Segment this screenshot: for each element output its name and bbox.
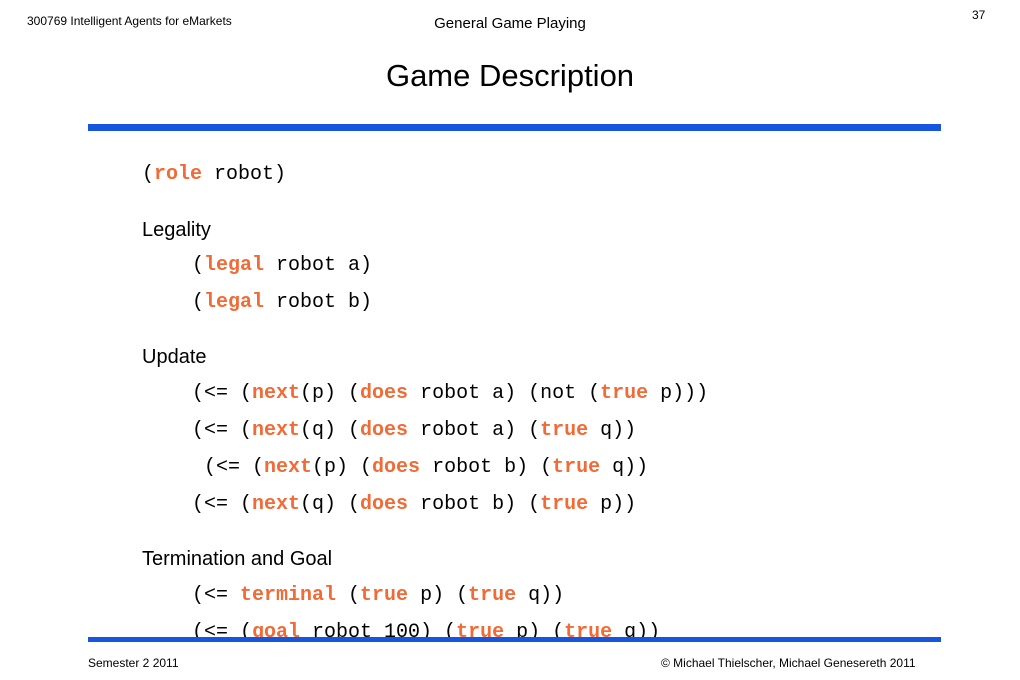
text-segment: (: [192, 291, 205, 314]
copyright-footer: © Michael Thielscher, Michael Genesereth…: [661, 656, 916, 670]
text-segment: robot b) (: [408, 493, 541, 516]
text-segment: Termination and Goal: [142, 548, 333, 570]
text-segment: (q) (: [300, 493, 361, 516]
text-segment: (: [336, 584, 361, 607]
course-header: 300769 Intelligent Agents for eMarkets: [27, 14, 232, 28]
code-line: (<= (next(p) (does robot a) (not (true p…: [192, 380, 708, 408]
code-line: (<= (goal robot 100) (true p) (true q)): [192, 619, 660, 647]
text-segment: (<= (: [204, 456, 265, 479]
code-line: (<= (next(p) (does robot b) (true q)): [204, 454, 648, 482]
text-segment: robot): [202, 163, 287, 186]
keyword: true: [468, 584, 517, 607]
section-heading: Legality: [142, 216, 211, 244]
text-segment: (: [192, 254, 205, 277]
slide-title: Game Description: [385, 58, 635, 93]
text-segment: p))): [648, 382, 709, 405]
keyword: terminal: [240, 584, 337, 607]
text-segment: robot b): [264, 291, 373, 314]
keyword: true: [540, 419, 589, 442]
text-segment: Legality: [142, 219, 211, 241]
keyword: role: [154, 163, 203, 186]
keyword: next: [252, 382, 301, 405]
keyword: next: [252, 493, 301, 516]
keyword: true: [360, 584, 409, 607]
code-line: (legal robot a): [192, 252, 372, 280]
keyword: does: [360, 493, 409, 516]
keyword: true: [552, 456, 601, 479]
text-segment: p)): [588, 493, 637, 516]
code-line: (<= (next(q) (does robot b) (true p)): [192, 491, 636, 519]
code-line: (role robot): [142, 161, 286, 189]
keyword: next: [252, 419, 301, 442]
section-heading: Termination and Goal: [142, 545, 332, 573]
keyword: true: [600, 382, 649, 405]
keyword: legal: [204, 291, 265, 314]
text-segment: (q) (: [300, 419, 361, 442]
text-segment: (<= (: [192, 419, 253, 442]
footer-rule: [88, 637, 941, 642]
page-number: 37: [972, 8, 986, 22]
text-segment: q)): [588, 419, 637, 442]
text-segment: robot b) (: [420, 456, 553, 479]
title-rule: [88, 124, 941, 131]
text-segment: robot a) (not (: [408, 382, 601, 405]
semester-footer: Semester 2 2011: [88, 656, 179, 670]
code-line: (legal robot b): [192, 289, 372, 317]
topic-header: General Game Playing: [434, 15, 586, 32]
text-segment: (<=: [192, 584, 241, 607]
keyword: true: [540, 493, 589, 516]
text-segment: (<= (: [192, 493, 253, 516]
text-segment: robot a) (: [408, 419, 541, 442]
text-segment: q)): [516, 584, 565, 607]
keyword: does: [372, 456, 421, 479]
text-segment: p) (: [408, 584, 469, 607]
keyword: does: [360, 382, 409, 405]
text-segment: q)): [600, 456, 649, 479]
text-segment: robot a): [264, 254, 373, 277]
text-segment: (p) (: [312, 456, 373, 479]
keyword: does: [360, 419, 409, 442]
keyword: legal: [204, 254, 265, 277]
code-line: (<= terminal (true p) (true q)): [192, 582, 564, 610]
code-line: (<= (next(q) (does robot a) (true q)): [192, 417, 636, 445]
text-segment: (<= (: [192, 382, 253, 405]
section-heading: Update: [142, 343, 207, 371]
text-segment: (: [142, 163, 155, 186]
text-segment: (p) (: [300, 382, 361, 405]
keyword: next: [264, 456, 313, 479]
text-segment: Update: [142, 346, 207, 368]
